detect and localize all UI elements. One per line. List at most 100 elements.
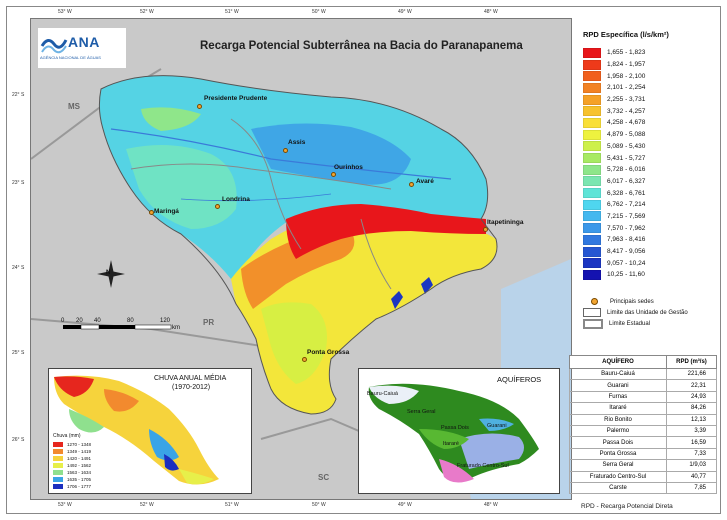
aquifer-inset-map	[368, 383, 539, 483]
rain-legend-item: 1270 - 1348	[53, 441, 91, 448]
basin-north-blue-zone	[251, 123, 411, 185]
city-label-maringa: Maringá	[154, 208, 179, 215]
scale-tick: 20	[76, 318, 83, 324]
map-title: Recarga Potencial Subterrânea na Bacia d…	[200, 40, 523, 52]
rpd-legend-swatch	[583, 258, 601, 269]
city-label-ponta-grossa: Ponta Grossa	[307, 349, 350, 356]
rpd-legend-swatch	[583, 234, 601, 245]
lon-tick: 51° W	[225, 9, 239, 15]
rpd-legend-label: 2,101 - 2,254	[607, 84, 646, 92]
rain-inset: CHUVA ANUAL MÉDIA (1970-2012) Chuva (mm)…	[48, 368, 252, 494]
rpd-value-cell: 221,66	[665, 367, 718, 381]
basin-south-lime-zone	[261, 302, 327, 384]
state-label-pr: PR	[203, 318, 215, 327]
rain-legend-swatch	[53, 484, 63, 489]
aquifer-name-cell: Passa Dois	[569, 436, 667, 449]
unit-boundary-icon	[583, 308, 601, 317]
aquifer-name-cell: Furnas	[569, 390, 667, 404]
aquifer-inset-title: AQUÍFEROS	[497, 375, 542, 384]
aquifer-inset: AQUÍFEROS Bauru-Caiuá Serra Geral Passa …	[358, 368, 560, 494]
rpd-legend-swatch	[583, 94, 601, 105]
rpd-legend-swatch	[583, 199, 601, 210]
rain-inset-map	[54, 375, 219, 485]
basin-outline	[98, 75, 498, 415]
aquifer-name-cell: Palermo	[569, 424, 667, 438]
rpd-value-cell: 22,31	[665, 379, 718, 392]
city-label-avare: Avaré	[416, 178, 434, 185]
rpd-legend-item: 4,258 - 4,678	[583, 117, 718, 129]
rpd-legend-label: 1,824 - 1,957	[607, 61, 646, 69]
rpd-legend-label: 6,762 - 7,214	[607, 201, 646, 209]
scale-unit: km	[172, 325, 180, 331]
rpd-legend-item: 9,057 - 10,24	[583, 257, 718, 269]
table-header-aquifer: AQUÍFERO	[569, 355, 667, 369]
rpd-legend-item: 2,255 - 3,731	[583, 94, 718, 106]
aquifer-label: Serra Geral	[407, 409, 436, 415]
lon-tick: 50° W	[312, 502, 326, 508]
aquifer-name-cell: Guarani	[569, 379, 667, 392]
lon-tick: 49° W	[398, 502, 412, 508]
city-marker	[215, 204, 220, 209]
north-label: N	[106, 270, 111, 276]
rpd-legend-label: 6,328 - 6,761	[607, 189, 646, 197]
blue-spot	[391, 291, 403, 309]
lon-tick: 53° W	[58, 9, 72, 15]
rpd-legend-swatch	[583, 141, 601, 152]
rpd-legend-label: 2,255 - 3,731	[607, 96, 646, 104]
rpd-legend-item: 10,25 - 11,60	[583, 269, 718, 281]
rpd-legend-label: 4,879 - 5,088	[607, 131, 646, 139]
rpd-legend-item: 5,728 - 6,016	[583, 164, 718, 176]
rpd-value-cell: 40,77	[665, 470, 718, 483]
aquifer-label: Bauru-Caiuá	[367, 391, 398, 397]
symbol-legend-estadual: Limite Estadual	[583, 318, 723, 329]
rain-legend-swatch	[53, 456, 63, 461]
management-unit-boundary	[360, 218, 392, 290]
management-unit-boundary	[230, 118, 302, 250]
rain-legend-item: 1492 - 1562	[53, 462, 91, 469]
rpd-legend-swatch	[583, 82, 601, 93]
city-label-itapetininga: Itapetininga	[487, 219, 524, 226]
aquifer-name-cell: Serra Geral	[569, 459, 667, 472]
rpd-legend-label: 1,655 - 1,823	[607, 49, 646, 57]
rain-legend-label: 1420 - 1491	[67, 456, 92, 461]
lon-tick: 48° W	[484, 9, 498, 15]
rpd-legend-item: 6,762 - 7,214	[583, 199, 718, 211]
rpd-legend-label: 10,25 - 11,60	[607, 271, 645, 279]
north-arrow	[97, 260, 125, 288]
red-band	[286, 204, 486, 259]
rpd-legend-label: 7,215 - 7,569	[607, 212, 646, 220]
rpd-legend-item: 1,958 - 2,100	[583, 70, 718, 82]
lon-tick: 52° W	[140, 502, 154, 508]
rain-legend-label: 1270 - 1348	[67, 442, 92, 447]
rain-legend-item: 1635 - 1705	[53, 476, 91, 483]
aquifer-label: Itararé	[443, 441, 459, 447]
rpd-legend-swatch	[583, 223, 601, 234]
rpd-legend-item: 4,879 - 5,088	[583, 129, 718, 141]
lon-tick: 48° W	[484, 502, 498, 508]
blue-spot	[421, 277, 433, 294]
lat-tick: 25° S	[12, 350, 25, 356]
table-header-rpd: RPD (m³/s)	[665, 355, 718, 369]
city-label-presidente-prudente: Presidente Prudente	[204, 95, 268, 102]
state-label-ms: MS	[68, 102, 80, 111]
scale-bar-graphic	[63, 324, 172, 330]
rpd-legend-item: 6,328 - 6,761	[583, 187, 718, 199]
rpd-legend-item: 7,215 - 7,569	[583, 211, 718, 223]
rpd-legend-item: 5,089 - 5,430	[583, 141, 718, 153]
rpd-legend-label: 7,570 - 7,962	[607, 224, 646, 232]
aquifer-name-cell: Bauru-Caiuá	[569, 367, 667, 381]
lat-tick: 24° S	[12, 265, 25, 271]
rain-legend-swatch	[53, 442, 63, 447]
rain-legend-label: 1349 - 1419	[67, 449, 92, 454]
rpd-legend-swatch	[583, 176, 601, 187]
